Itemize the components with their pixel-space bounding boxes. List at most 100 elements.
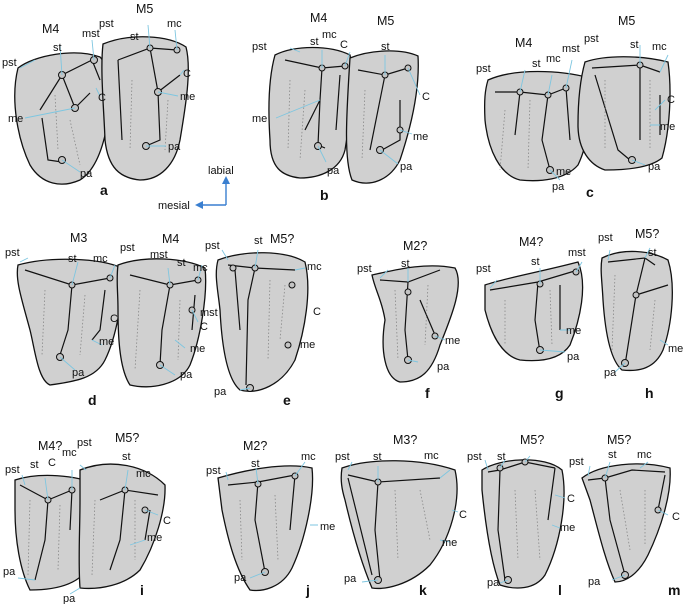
- label-i-pst: pst: [5, 464, 20, 476]
- label-l-st: st: [497, 451, 506, 463]
- panel-label-i: i: [140, 582, 144, 598]
- label-e-st: st: [254, 235, 263, 247]
- tooth-label-b-m5: M5: [377, 14, 394, 28]
- label-d-pa2: pa: [180, 369, 193, 381]
- panel-label-h: h: [645, 385, 654, 401]
- tooth-label-c-m5: M5: [618, 14, 635, 28]
- label-d-C: C: [110, 313, 118, 325]
- label-f-st: st: [401, 258, 410, 270]
- label-j-pst: pst: [206, 465, 221, 477]
- panel-l: M5? pst st C me pa l: [467, 433, 575, 598]
- label-a-st2: st: [130, 31, 139, 43]
- label-m-st: st: [608, 449, 617, 461]
- tooth-i-m5: [78, 463, 166, 590]
- label-m-pa: pa: [588, 576, 601, 588]
- label-d-C2: C: [200, 321, 208, 333]
- label-d-me: me: [99, 336, 114, 348]
- tooth-b-m4: [268, 46, 353, 179]
- label-b-mc: mc: [322, 29, 337, 41]
- label-d-st2: st: [177, 257, 186, 269]
- tooth-label-j-m2: M2?: [243, 439, 267, 453]
- panel-m: M5? pst st mc C pa m: [569, 433, 680, 598]
- panel-j: M2? pst st mc me pa j: [206, 439, 335, 598]
- label-c-mc: mc: [546, 53, 561, 65]
- label-i-C: C: [48, 457, 56, 469]
- panel-h: M5? pst st me pa h: [598, 227, 683, 401]
- label-d-me2: me: [190, 343, 205, 355]
- panel-e: M5? pst st mc C me pa e: [205, 232, 322, 408]
- label-g-me: me: [566, 325, 581, 337]
- label-e-pa: pa: [214, 386, 227, 398]
- tooth-c-m5: [577, 56, 671, 171]
- label-e-mc: mc: [307, 261, 322, 273]
- label-e-me: me: [300, 339, 315, 351]
- panel-g: M4? pst st mst me pa g: [476, 235, 586, 401]
- label-c-pa: pa: [552, 181, 565, 193]
- tooth-a-m4: [14, 52, 110, 185]
- label-d-mc: mc: [93, 253, 108, 265]
- label-b-pa2: pa: [400, 161, 413, 173]
- label-i-st: st: [30, 459, 39, 471]
- panel-label-k: k: [419, 582, 427, 598]
- label-a-mst: mst: [82, 28, 100, 40]
- tooth-f-m2: [371, 265, 459, 383]
- label-l-C: C: [567, 493, 575, 505]
- tooth-label-a-m5: M5: [136, 2, 153, 16]
- panel-label-a: a: [100, 182, 108, 198]
- tooth-h-m5: [600, 250, 673, 372]
- tooth-label-a-m4: M4: [42, 22, 59, 36]
- tooth-label-e-m5: M5?: [270, 232, 294, 246]
- label-k-pst: pst: [335, 451, 350, 463]
- tooth-b-m5: [345, 50, 419, 184]
- label-h-pa: pa: [604, 367, 617, 379]
- label-c-me: me: [660, 121, 675, 133]
- label-m-pst: pst: [569, 456, 584, 468]
- tooth-label-m-m5: M5?: [607, 433, 631, 447]
- label-h-st: st: [648, 247, 657, 259]
- tooth-label-c-m4: M4: [515, 36, 532, 50]
- panel-label-b: b: [320, 187, 329, 203]
- tooth-e-m5: [215, 252, 309, 392]
- label-k-st: st: [373, 451, 382, 463]
- label-a-pa2: pa: [168, 141, 181, 153]
- tooth-label-g-m4: M4?: [519, 235, 543, 249]
- label-l-pst: pst: [467, 451, 482, 463]
- panel-label-j: j: [305, 582, 310, 598]
- tooth-label-d-m4: M4: [162, 232, 179, 246]
- tooth-m-m5: [581, 463, 671, 583]
- panel-a: M4 M5 pst st mst me pa pst st mc C C me …: [2, 2, 195, 198]
- label-i-me: me: [147, 532, 162, 544]
- label-c-pa2: pa: [648, 161, 661, 173]
- panel-f: M2? pst st me pa f: [357, 239, 460, 401]
- label-j-me: me: [320, 521, 335, 533]
- label-h-pst: pst: [598, 232, 613, 244]
- label-c-st: st: [532, 58, 541, 70]
- label-c-mc2: mc: [652, 41, 667, 53]
- tooth-k-m3: [340, 460, 458, 590]
- tooth-label-f-m2: M2?: [403, 239, 427, 253]
- label-k-C: C: [459, 509, 467, 521]
- label-i-mc: mc: [62, 447, 77, 459]
- label-a-pst2: pst: [99, 18, 114, 30]
- label-b-pa: pa: [327, 165, 340, 177]
- label-i-st2: st: [122, 451, 131, 463]
- tooth-label-b-m4: M4: [310, 11, 327, 25]
- label-k-me: me: [442, 537, 457, 549]
- tooth-label-h-m5: M5?: [635, 227, 659, 241]
- label-b-pst: pst: [252, 41, 267, 53]
- tooth-c-m4: [483, 70, 592, 182]
- label-e-pst: pst: [205, 240, 220, 252]
- panel-c: M4 M5 pst st mc mst pst st mc C me pa me…: [476, 14, 675, 200]
- label-a-me2: me: [180, 91, 195, 103]
- label-g-mst: mst: [568, 247, 586, 259]
- tooth-label-l-m5: M5?: [520, 433, 544, 447]
- label-e-C: C: [313, 306, 321, 318]
- panel-b: M4 M5 pst st mc C me pa st C me pa b: [252, 11, 430, 203]
- label-g-st: st: [531, 256, 540, 268]
- label-h-me: me: [668, 343, 683, 355]
- tooth-g-m4: [484, 261, 584, 362]
- label-d-st: st: [68, 253, 77, 265]
- label-g-pst: pst: [476, 263, 491, 275]
- panel-label-m: m: [668, 582, 680, 598]
